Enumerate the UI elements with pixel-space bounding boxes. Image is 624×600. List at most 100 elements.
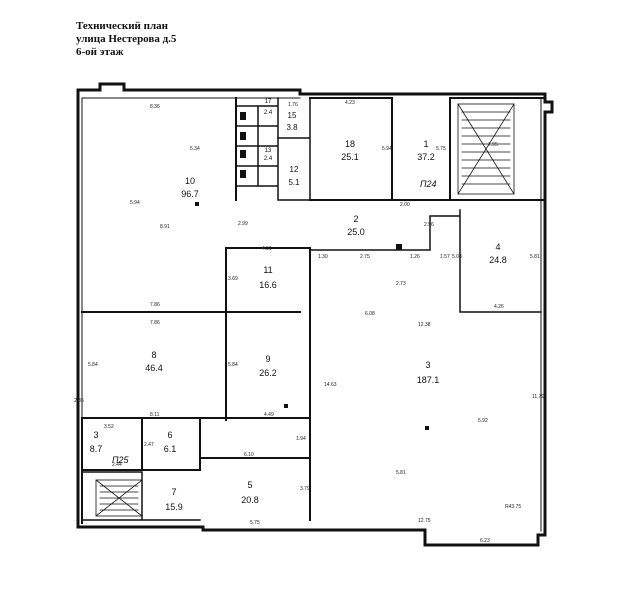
svg-text:1: 1 (423, 139, 428, 149)
svg-text:6.10: 6.10 (244, 452, 254, 458)
inner-wall-line (81, 97, 542, 532)
svg-text:3.8: 3.8 (286, 123, 298, 132)
svg-text:2: 2 (353, 214, 358, 224)
svg-text:5.92: 5.92 (478, 418, 488, 424)
svg-text:25.1: 25.1 (341, 152, 359, 162)
wall-room18-1 (309, 97, 451, 201)
plan-title: Технический план (76, 20, 168, 32)
stair-label-upper: П24 (420, 179, 437, 189)
svg-text:2.4: 2.4 (264, 110, 273, 116)
plan-floor: 6-ой этаж (76, 46, 124, 58)
stair-lower (95, 479, 143, 517)
svg-text:7: 7 (171, 487, 176, 497)
room-8: 8 46.4 (145, 350, 163, 373)
svg-text:2.44: 2.44 (112, 462, 122, 468)
room-11: 11 16.6 (259, 265, 277, 290)
svg-text:2.96: 2.96 (424, 222, 434, 228)
svg-text:5.75: 5.75 (250, 520, 260, 526)
wall-lower-rooms (81, 417, 311, 524)
svg-text:4.26: 4.26 (494, 304, 504, 310)
room-1: 1 37.2 (417, 139, 435, 162)
svg-text:7.86: 7.86 (150, 320, 160, 326)
plan-address: улица Нестерова д.5 (76, 33, 177, 45)
svg-text:6.1: 6.1 (164, 444, 177, 454)
svg-text:6.23: 6.23 (480, 538, 490, 544)
svg-text:12.38: 12.38 (418, 322, 431, 328)
svg-text:12: 12 (290, 165, 299, 174)
svg-text:25.0: 25.0 (347, 227, 365, 237)
svg-text:4: 4 (495, 242, 500, 252)
svg-text:4.51: 4.51 (262, 246, 272, 252)
room-13: 13 2.4 (264, 148, 273, 162)
svg-text:5.94: 5.94 (130, 200, 140, 206)
room-18: 18 25.1 (341, 139, 359, 162)
svg-text:187.1: 187.1 (417, 375, 440, 385)
room-labels: 10 96.7 18 25.1 1 37.2 15 3.8 12 5.1 17 … (90, 99, 507, 512)
svg-text:5.81: 5.81 (396, 470, 406, 476)
room-3-small: 3 8.7 (90, 430, 103, 454)
svg-text:11: 11 (263, 265, 272, 275)
svg-text:8.7: 8.7 (90, 444, 103, 454)
svg-text:20.8: 20.8 (241, 495, 259, 505)
svg-text:1.76: 1.76 (288, 102, 298, 108)
svg-text:13: 13 (265, 148, 272, 154)
svg-text:96.7: 96.7 (181, 189, 199, 199)
svg-text:15: 15 (288, 111, 297, 120)
room-2: 2 25.0 (347, 214, 365, 237)
room-12: 12 5.1 (288, 165, 300, 187)
svg-text:5.81: 5.81 (530, 254, 540, 260)
svg-text:15.9: 15.9 (165, 502, 183, 512)
room-6: 6 6.1 (164, 430, 177, 454)
svg-text:2.00: 2.00 (400, 202, 410, 208)
column-markers (195, 112, 429, 430)
svg-text:46.4: 46.4 (145, 363, 163, 373)
svg-text:3.52: 3.52 (104, 424, 114, 430)
svg-text:8.36: 8.36 (150, 104, 160, 110)
svg-text:11.79: 11.79 (532, 394, 544, 400)
svg-text:18: 18 (345, 139, 355, 149)
svg-text:6: 6 (167, 430, 172, 440)
room-15: 15 3.8 (286, 111, 298, 132)
svg-text:6.08: 6.08 (365, 311, 375, 317)
room-4: 4 24.8 (489, 242, 507, 265)
wall-room15 (277, 97, 311, 201)
svg-text:1.94: 1.94 (296, 436, 306, 442)
svg-text:5.34: 5.34 (190, 146, 200, 152)
svg-text:4.23: 4.23 (345, 100, 355, 106)
svg-text:24.8: 24.8 (489, 255, 507, 265)
room-3-main: 3 187.1 (417, 360, 440, 385)
svg-text:1.57: 1.57 (440, 254, 450, 260)
svg-text:2.73: 2.73 (396, 281, 406, 287)
svg-text:7.86: 7.86 (150, 302, 160, 308)
dimension-labels: 8.36 5.34 5.94 8.91 2.99 4.23 5.94 5.75 … (74, 100, 544, 544)
svg-text:26.2: 26.2 (259, 368, 277, 378)
wall-room10-bottom (81, 247, 311, 421)
svg-text:8: 8 (151, 350, 156, 360)
outer-wall (76, 82, 554, 547)
svg-text:5: 5 (247, 480, 252, 490)
svg-text:4.49: 4.49 (264, 412, 274, 418)
svg-text:17: 17 (265, 99, 272, 105)
svg-text:5.84: 5.84 (228, 362, 238, 368)
svg-text:5.08: 5.08 (452, 254, 462, 260)
wall-stair-upper (449, 97, 546, 201)
svg-text:16.6: 16.6 (259, 280, 277, 290)
svg-text:5.94: 5.94 (382, 146, 392, 152)
svg-text:3.69: 3.69 (228, 276, 238, 282)
stair-label-lower: П25 (112, 455, 130, 465)
svg-text:3: 3 (93, 430, 98, 440)
room-17: 17 2.4 (264, 99, 273, 116)
svg-text:37.2: 37.2 (417, 152, 435, 162)
svg-text:R43.75: R43.75 (505, 504, 521, 510)
room-7: 7 15.9 (165, 487, 183, 512)
room-9: 9 26.2 (259, 354, 277, 378)
stair-upper (457, 103, 515, 195)
room-10: 10 96.7 (181, 176, 199, 199)
wall-wc-block (235, 97, 311, 201)
svg-text:10: 10 (185, 176, 195, 186)
svg-text:7.95: 7.95 (488, 142, 498, 148)
svg-text:8.91: 8.91 (160, 224, 170, 230)
svg-text:5.75: 5.75 (436, 146, 446, 152)
svg-text:2.35: 2.35 (74, 398, 84, 404)
